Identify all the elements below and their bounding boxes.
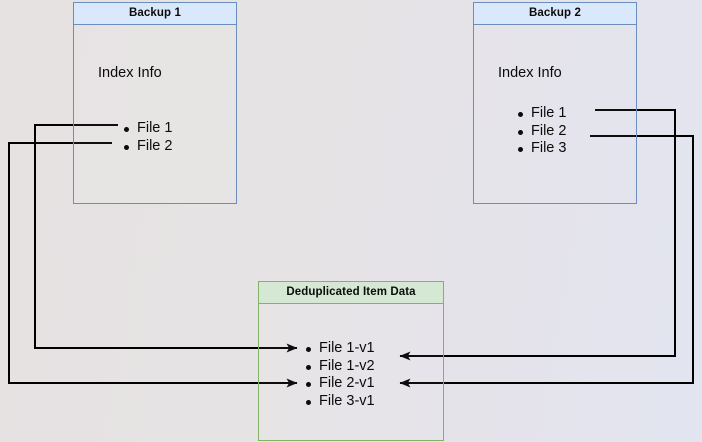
list-item: File 1-v2 bbox=[304, 358, 375, 376]
backup-2-file-list: File 1 File 2 File 3 bbox=[516, 105, 566, 158]
node-backup-2[interactable]: Backup 2 Index Info File 1 File 2 File 3 bbox=[473, 2, 637, 204]
list-item: File 1 bbox=[516, 105, 566, 123]
backup-1-index-info-label: Index Info bbox=[98, 65, 162, 81]
node-deduplicated-item-data-body: File 1-v1 File 1-v2 File 2-v1 File 3-v1 bbox=[259, 304, 443, 440]
backup-1-file-list: File 1 File 2 bbox=[122, 120, 172, 155]
list-item: File 2 bbox=[122, 138, 172, 156]
node-backup-1-title: Backup 1 bbox=[74, 3, 236, 25]
list-item: File 1-v1 bbox=[304, 340, 375, 358]
list-item: File 3-v1 bbox=[304, 393, 375, 411]
backup-2-index-info-label: Index Info bbox=[498, 65, 562, 81]
list-item: File 2 bbox=[516, 123, 566, 141]
node-backup-2-title: Backup 2 bbox=[474, 3, 636, 25]
node-backup-1[interactable]: Backup 1 Index Info File 1 File 2 bbox=[73, 2, 237, 204]
list-item: File 3 bbox=[516, 140, 566, 158]
list-item: File 2-v1 bbox=[304, 375, 375, 393]
node-deduplicated-item-data[interactable]: Deduplicated Item Data File 1-v1 File 1-… bbox=[258, 281, 444, 441]
list-item: File 1 bbox=[122, 120, 172, 138]
dedup-file-list: File 1-v1 File 1-v2 File 2-v1 File 3-v1 bbox=[304, 340, 375, 410]
node-backup-1-body: Index Info File 1 File 2 bbox=[74, 25, 236, 203]
node-backup-2-body: Index Info File 1 File 2 File 3 bbox=[474, 25, 636, 203]
node-deduplicated-item-data-title: Deduplicated Item Data bbox=[259, 282, 443, 304]
